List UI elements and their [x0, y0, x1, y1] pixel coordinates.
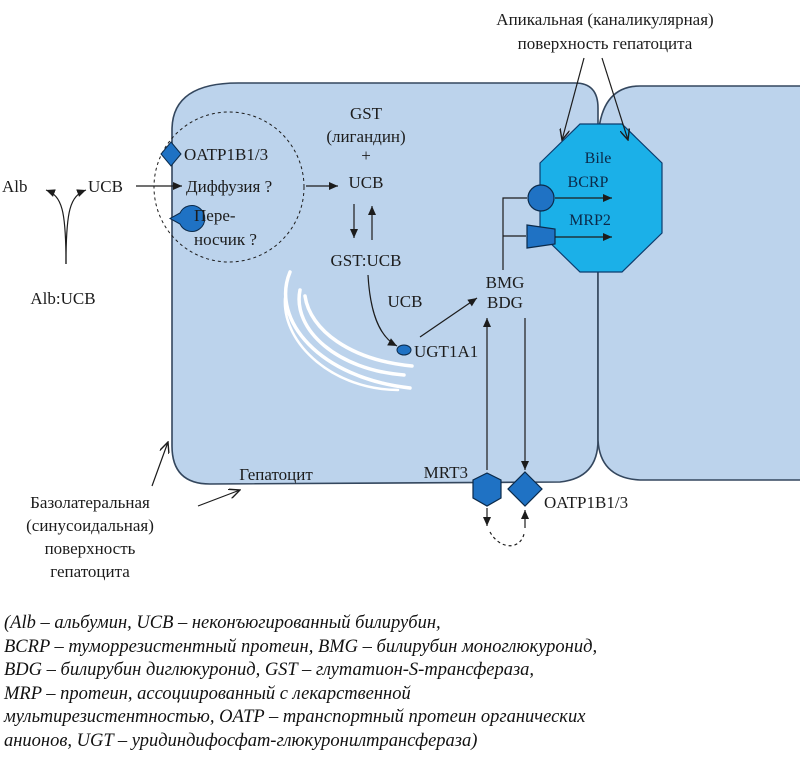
bcrp-label: BCRP [568, 174, 609, 191]
caption-line: BCRP – туморрезистентный протеин, BMG – … [4, 636, 598, 657]
bdg-label: BDG [487, 293, 523, 312]
ligandin-label: (лигандин) [326, 127, 405, 146]
ugt1a1-enzyme [396, 344, 412, 356]
plus-sign: + [361, 146, 371, 165]
ucb-cytosol-label: UCB [349, 173, 384, 192]
mrp2-transporter [526, 224, 556, 249]
gst-label: GST [350, 104, 383, 123]
basolateral-label-line2: (синусоидальная) [26, 516, 154, 535]
hepatocyte-cell [171, 82, 599, 485]
caption-line: анионов, UGT – уридиндифосфат-глюкуронил… [4, 730, 478, 751]
basolateral-label-line3: поверхность [45, 539, 136, 558]
endoplasmic-reticulum [283, 270, 414, 392]
basolateral-label-line1: Базолатеральная [30, 493, 150, 512]
pathway-arrows [45, 57, 628, 547]
alb-ucb-label: Alb:UCB [30, 289, 95, 308]
oatp-bottom-label: OATP1B1/3 [544, 493, 628, 512]
bcrp-transporter [527, 184, 555, 212]
caption-line: (Alb – альбумин, UCB – неконъюгированный… [4, 613, 441, 633]
bilirubin-transport-diagram: Апикальная (каналикулярная) поверхность … [2, 10, 800, 581]
mrt3-transporter [472, 472, 502, 507]
ugt1a1-label: UGT1A1 [414, 342, 478, 361]
caption-line: MRP – протеин, ассоциированный с лекарст… [4, 683, 411, 704]
hepatocyte-label: Гепатоцит [239, 465, 313, 484]
abbreviations-caption: (Alb – альбумин, UCB – неконъюгированный… [4, 612, 796, 753]
ucb-er-label: UCB [388, 292, 423, 311]
gst-ucb-label: GST:UCB [331, 251, 402, 270]
bmg-label: BMG [486, 273, 525, 292]
bile-label: Bile [585, 150, 612, 167]
alb-label: Alb [2, 177, 28, 196]
carrier-label-line1: Пере- [194, 206, 236, 225]
oatp-diamond-bottom [507, 471, 543, 507]
carrier-shape [168, 205, 206, 232]
apical-label-line2: поверхность гепатоцита [518, 34, 693, 53]
mrt3-label: MRT3 [424, 463, 468, 482]
caption-line: BDG – билирубин диглюкуронид, GST – глут… [4, 660, 535, 680]
uptake-region-circle [153, 111, 305, 263]
basolateral-label-line4: гепатоцита [50, 562, 130, 581]
ucb-plasma-label: UCB [88, 177, 123, 196]
diffusion-label: Диффузия ? [186, 177, 272, 196]
caption-line: мультирезистентностью, OATP – транспортн… [4, 707, 586, 727]
oatp-diamond-top [160, 141, 182, 167]
apical-label-line1: Апикальная (каналикулярная) [496, 10, 713, 29]
mrp2-label: MRP2 [569, 212, 611, 229]
carrier-label-line2: носчик ? [194, 230, 257, 249]
oatp-top-label: OATP1B1/3 [184, 145, 268, 164]
